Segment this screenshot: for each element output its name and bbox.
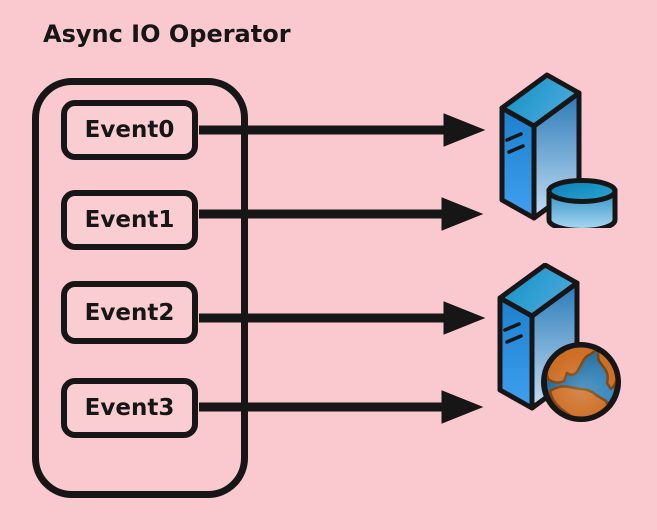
server-database-icon: [499, 72, 618, 228]
event-label: Event0: [84, 117, 175, 143]
operator-container: [32, 78, 248, 498]
event-node-2: Event2: [61, 281, 198, 344]
diagram-title: Async IO Operator: [43, 20, 291, 48]
event-node-1: Event1: [61, 190, 198, 250]
event-label: Event3: [84, 395, 175, 421]
database-cylinder-icon: [546, 178, 618, 228]
event-label: Event1: [84, 207, 175, 233]
event-node-0: Event0: [61, 100, 198, 160]
event-label: Event2: [84, 299, 175, 326]
server-vent-slits: [503, 322, 523, 344]
server-vent-slits: [505, 132, 525, 154]
event-node-3: Event3: [61, 378, 198, 438]
globe-icon: [541, 342, 621, 422]
server-globe-icon: [497, 263, 621, 422]
